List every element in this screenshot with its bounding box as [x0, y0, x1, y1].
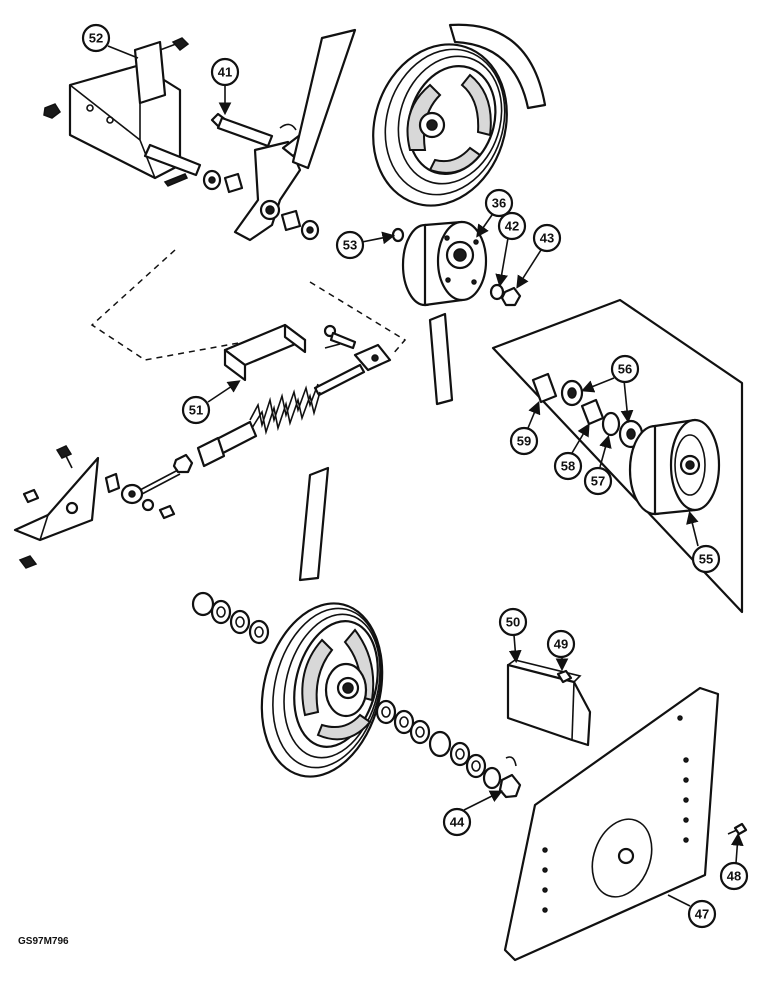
belt-guard-arc	[448, 23, 547, 110]
callout-49: 49	[546, 629, 576, 672]
callout-41: 41	[210, 57, 240, 116]
pivot-bolt	[323, 324, 357, 350]
upper-drive-pulley	[372, 43, 508, 207]
cotter-pin	[163, 173, 189, 187]
svg-text:48: 48	[727, 869, 741, 884]
castle-nut-44	[498, 756, 522, 799]
screw-48	[727, 822, 748, 836]
svg-text:56: 56	[618, 362, 632, 377]
callout-48: 48	[719, 832, 749, 891]
dashed-outline	[90, 249, 407, 361]
callout-36: 36	[476, 188, 514, 238]
inset-idler-assembly	[531, 372, 721, 516]
mount-hardware	[18, 445, 176, 569]
callout-47: 47	[667, 894, 717, 929]
small-cotter	[279, 123, 297, 131]
callout-58: 58	[553, 423, 590, 481]
svg-text:41: 41	[218, 65, 232, 80]
callout-52: 52	[81, 23, 139, 59]
callout-53: 53	[335, 230, 396, 260]
inset-panel	[491, 298, 744, 614]
svg-text:57: 57	[591, 474, 605, 489]
spacer-washer-53	[391, 227, 405, 243]
bracket-nut	[43, 103, 62, 119]
svg-text:51: 51	[189, 403, 203, 418]
svg-text:36: 36	[492, 196, 506, 211]
nut-43	[500, 286, 522, 307]
svg-text:58: 58	[561, 459, 575, 474]
nut-49	[556, 669, 573, 684]
svg-text:47: 47	[695, 907, 709, 922]
svg-text:53: 53	[343, 238, 357, 253]
tension-rod	[313, 363, 366, 397]
callout-59: 59	[509, 401, 541, 456]
backing-plate-47	[503, 686, 720, 962]
svg-text:42: 42	[505, 219, 519, 234]
washer-42	[489, 283, 505, 301]
svg-text:59: 59	[517, 434, 531, 449]
belt-segment-upper	[428, 312, 454, 406]
callout-44: 44	[442, 790, 503, 837]
pulley-outer-washers	[375, 699, 502, 790]
pulley-inner-washers	[191, 591, 270, 645]
idler-pulley	[401, 220, 488, 307]
callout-42: 42	[495, 211, 527, 288]
eye-bolt	[120, 469, 181, 505]
tension-rod-clevis	[353, 343, 392, 372]
spring-tube	[196, 420, 258, 468]
idler-lever-rod	[291, 28, 357, 170]
svg-text:43: 43	[540, 231, 554, 246]
shield-50	[506, 659, 592, 747]
svg-text:55: 55	[699, 552, 713, 567]
spring-bracket-51	[223, 323, 307, 382]
tension-spring	[249, 383, 321, 436]
belt-segment-lower	[298, 466, 330, 582]
callout-51: 51	[181, 380, 241, 425]
lower-drive-pulley	[260, 602, 384, 778]
svg-text:44: 44	[450, 815, 465, 830]
arm-washers	[202, 169, 320, 241]
mounting-bracket	[68, 40, 202, 180]
adjuster-nut	[172, 453, 194, 474]
figure-code: GS97M796	[18, 936, 69, 947]
lower-mount-bracket	[13, 456, 100, 542]
callout-50: 50	[498, 607, 528, 664]
callout-43: 43	[516, 223, 562, 289]
callout-57: 57	[583, 434, 613, 496]
svg-text:52: 52	[89, 31, 103, 46]
idler-bolt	[210, 112, 274, 148]
svg-text:50: 50	[506, 615, 520, 630]
callout-56: 56	[581, 354, 640, 424]
svg-text:49: 49	[554, 637, 568, 652]
bracket-bolt	[159, 37, 190, 52]
callout-55: 55	[686, 510, 721, 574]
